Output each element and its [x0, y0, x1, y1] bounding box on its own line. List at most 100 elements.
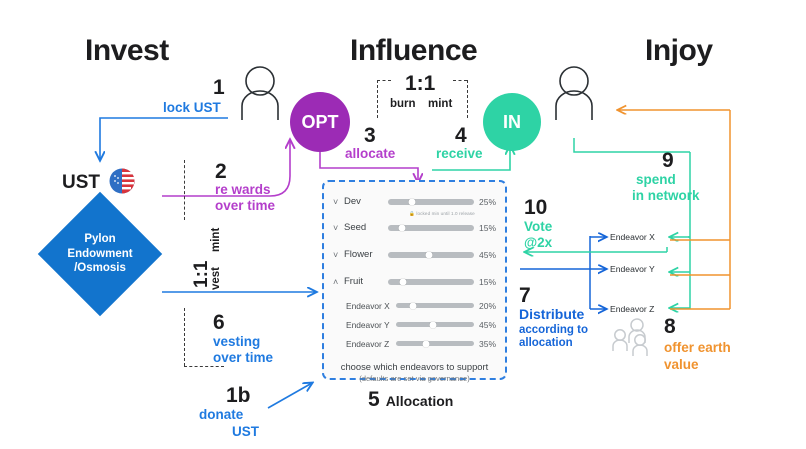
step-4-number: 4	[455, 124, 467, 147]
slider-knob[interactable]	[399, 278, 407, 285]
token-in[interactable]: IN	[483, 93, 541, 151]
step-1-label: lock UST	[163, 100, 221, 115]
heading-influence: Influence	[350, 34, 478, 67]
step-2-label-2: over time	[215, 198, 276, 213]
slider-knob[interactable]	[429, 321, 437, 328]
chevron-down-icon[interactable]: ˅	[333, 222, 339, 233]
step-9-label-1: spend	[636, 172, 676, 187]
alloc-pct-endeavor-z: 35%	[478, 338, 496, 349]
step-8-label-1: offer earth	[664, 340, 731, 355]
step-10-label-2: @2x	[524, 235, 553, 250]
burn-mint-bracket-left	[377, 80, 378, 118]
step-7-sub-1: according to	[519, 324, 589, 336]
alloc-slider-endeavor-z[interactable]	[396, 340, 474, 347]
step-6-dashed-bottom	[184, 366, 224, 367]
alloc-label-endeavor-y: Endeavor Y	[346, 319, 390, 330]
alloc-label-dev: Dev	[344, 196, 361, 207]
alloc-row-endeavor-x[interactable]: Endeavor X 20%	[333, 296, 496, 315]
alloc-pct-endeavor-x: 20%	[478, 300, 496, 311]
step-7-sub-2: allocation	[519, 337, 573, 349]
alloc-slider-endeavor-x[interactable]	[396, 302, 474, 309]
ratio-vest-left: vest	[210, 266, 222, 290]
step-7-number: 7	[519, 284, 531, 307]
heading-injoy: Injoy	[645, 34, 713, 67]
burn-mint-bracket-right-top	[453, 80, 467, 81]
step-8-number: 8	[664, 315, 676, 338]
step-5-caption: 5 Allocation	[368, 388, 453, 412]
endeavor-y-node[interactable]: Endeavor Y	[610, 264, 655, 274]
endeavor-x-node[interactable]: Endeavor X	[610, 232, 655, 242]
alloc-slider-dev[interactable]	[388, 198, 474, 205]
alloc-row-flower[interactable]: ˅ Flower 45%	[333, 245, 496, 264]
step-3-label: allocate	[345, 146, 396, 161]
alloc-pct-fruit: 15%	[478, 276, 496, 287]
alloc-row-endeavor-y[interactable]: Endeavor Y 45%	[333, 315, 496, 334]
step-2-dashed-edge	[184, 160, 185, 220]
alloc-row-endeavor-z[interactable]: Endeavor Z 35%	[333, 334, 496, 353]
step-2-label-1: re wards	[215, 182, 271, 197]
endeavor-z-node[interactable]: Endeavor Z	[610, 304, 655, 314]
ratio-burn-mint-value: 1:1	[405, 72, 436, 95]
diamond-label: Pylon Endowment /Osmosis	[38, 192, 162, 316]
slider-knob[interactable]	[422, 340, 430, 347]
slider-knob[interactable]	[398, 224, 406, 231]
alloc-row-seed[interactable]: ˅ Seed 15%	[333, 218, 496, 237]
arrow-rewards-over-time	[162, 140, 290, 197]
alloc-label-fruit: Fruit	[344, 276, 363, 287]
allocation-footer-sub: (defaults are set via governance)	[359, 374, 470, 383]
alloc-lock-note-dev: 🔒 locked min until 1.0 release	[409, 211, 475, 216]
allocation-footer-main: choose which endeavors to support	[340, 361, 489, 372]
step-4-label: receive	[436, 146, 483, 161]
allocation-panel-footer: choose which endeavors to support (defau…	[333, 361, 496, 383]
token-opt[interactable]: OPT	[290, 92, 350, 152]
person-icon-enjoyer	[555, 66, 593, 120]
heading-invest: Invest	[85, 34, 169, 67]
step-2-number: 2	[215, 160, 227, 183]
step-9-label-2: in network	[632, 188, 700, 203]
allocation-panel[interactable]: ˅ Dev 25% 🔒 locked min until 1.0 release…	[322, 180, 507, 383]
alloc-slider-seed[interactable]	[388, 224, 474, 231]
step-6-label-2: over time	[213, 350, 274, 365]
people-group-icon	[612, 318, 648, 356]
ratio-burn-label: burn	[390, 98, 416, 110]
arrow-spend-to-person	[573, 138, 690, 153]
ratio-vest-label: vest	[206, 267, 224, 290]
alloc-slider-flower[interactable]	[388, 251, 474, 258]
pylon-endowment-node: Pylon Endowment /Osmosis	[37, 191, 163, 317]
step-1-number: 1	[213, 76, 225, 99]
alloc-slider-endeavor-y[interactable]	[396, 321, 474, 328]
step-10-number: 10	[524, 196, 548, 219]
diamond-line-3: /Osmosis	[74, 262, 126, 275]
arrow-receive	[432, 146, 510, 171]
ratio-mint-label-top: mint	[428, 98, 453, 110]
chevron-up-icon[interactable]: ˄	[333, 276, 339, 287]
us-flag-icon	[109, 168, 135, 194]
alloc-label-seed: Seed	[344, 222, 367, 233]
alloc-pct-dev: 25%	[478, 196, 496, 207]
alloc-pct-endeavor-y: 45%	[478, 319, 496, 330]
step-1b-number: 1b	[226, 384, 251, 407]
step-10-label-1: Vote	[524, 219, 553, 234]
slider-knob[interactable]	[408, 198, 416, 205]
step-1b-label-2: UST	[232, 424, 259, 439]
step-6-label-1: vesting	[213, 334, 261, 349]
chevron-down-icon[interactable]: ˅	[333, 196, 339, 207]
arrow-lock-ust	[100, 117, 228, 160]
slider-knob[interactable]	[409, 302, 417, 309]
burn-mint-bracket-left-top	[377, 80, 391, 81]
chevron-down-icon[interactable]: ˅	[333, 249, 339, 260]
step-5-label: Allocation	[385, 393, 454, 409]
step-5-number: 5	[368, 388, 380, 411]
alloc-row-fruit[interactable]: ˄ Fruit 15%	[333, 272, 496, 291]
burn-mint-bracket-right	[467, 80, 468, 118]
step-9-number: 9	[662, 149, 674, 172]
arrow-allocate	[319, 145, 418, 182]
slider-knob[interactable]	[425, 251, 433, 258]
step-1b-label-1: donate	[199, 407, 244, 422]
ratio-vest-right: mint	[210, 227, 222, 252]
alloc-row-dev[interactable]: ˅ Dev 25%	[333, 192, 496, 211]
alloc-slider-fruit[interactable]	[388, 278, 474, 285]
ust-label: UST	[62, 172, 100, 193]
